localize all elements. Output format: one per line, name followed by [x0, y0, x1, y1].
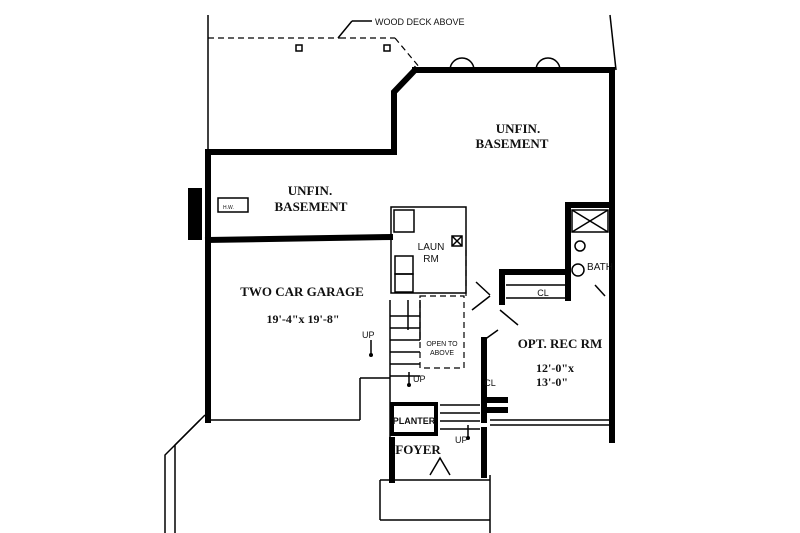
closet-label-2: CL [484, 378, 496, 388]
closet-label-1: CL [537, 288, 549, 298]
exterior-walls [188, 65, 615, 443]
open-to-above-label-2: ABOVE [430, 350, 454, 357]
up-label-3: UP [455, 435, 468, 445]
bath [565, 202, 615, 301]
unfin-basement-right-label-2: BASEMENT [476, 136, 549, 151]
laundry-label-2: RM [423, 254, 439, 265]
rec-room-dims-1: 12'-0"x [536, 361, 574, 375]
open-to-above-label-1: OPEN TO [426, 341, 458, 348]
rec-room-title: OPT. REC RM [518, 336, 603, 351]
closet-top [499, 269, 571, 305]
laundry-room [390, 206, 467, 300]
water-heater-box [217, 197, 249, 213]
garage-dimensions: 19'-4"x 19'-8" [267, 312, 340, 326]
laundry-label-1: LAUN [418, 242, 445, 253]
water-heater-label: H.W. [223, 205, 234, 211]
unfin-basement-right-label-1: UNFIN. [496, 121, 540, 136]
wood-deck [207, 14, 617, 160]
foyer-area [379, 402, 491, 533]
driveway-lines [164, 414, 206, 533]
up-label-2: UP [413, 374, 426, 384]
wood-deck-label: WOOD DECK ABOVE [375, 17, 465, 27]
garage-title: TWO CAR GARAGE [240, 284, 364, 299]
unfin-basement-left-label-1: UNFIN. [288, 183, 332, 198]
doors [471, 281, 606, 326]
rec-room-dims-2: 13'-0" [536, 375, 568, 389]
up-label-1: UP [362, 330, 375, 340]
windows [449, 57, 561, 71]
rec-room-walls [481, 329, 508, 423]
planter-label: PLANTER [393, 416, 436, 426]
bath-label: BATH [587, 262, 613, 273]
fireplace [188, 188, 202, 240]
unfin-basement-left-label-2: BASEMENT [275, 199, 348, 214]
foyer-label: FOYER [395, 442, 441, 457]
